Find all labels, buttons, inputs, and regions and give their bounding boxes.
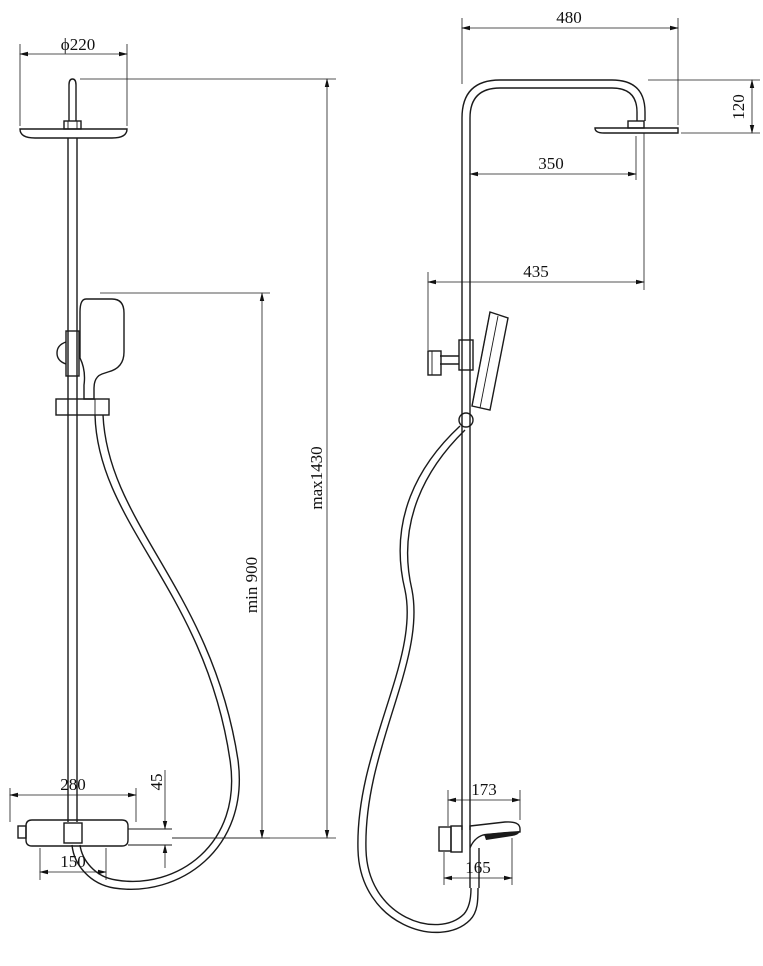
side-view: 480 120 350 435 173 [357, 8, 760, 934]
side-hand-shower [427, 311, 509, 428]
side-mixer-spout [438, 821, 521, 888]
dim-spout-length: 173 [447, 780, 521, 826]
inlet-spacing-label: 150 [60, 852, 86, 871]
dim-inlet-spacing: 150 [39, 848, 107, 880]
total-reach-label: 480 [556, 8, 582, 27]
dim-mixer-width: 280 [9, 775, 137, 822]
dim-min-height: min 900 [100, 292, 270, 839]
dim-total-reach: 480 [461, 8, 679, 125]
dim-head-diameter: ϕ220 [19, 35, 128, 126]
side-riser-pipe [461, 79, 646, 830]
spout-projection-label: 165 [465, 858, 491, 877]
front-shower-head [19, 78, 128, 139]
mixer-depth-label: 45 [147, 774, 166, 791]
dim-outer-reach: 435 [427, 133, 645, 350]
outer-reach-label: 435 [523, 262, 549, 281]
min-height-label: min 900 [242, 557, 261, 613]
mixer-width-label: 280 [60, 775, 86, 794]
head-height-label: 120 [729, 94, 748, 120]
front-mixer [17, 819, 172, 847]
dim-spout-projection: 165 [443, 838, 513, 885]
front-riser-pipe [67, 138, 78, 822]
spout-length-label: 173 [471, 780, 497, 799]
front-hand-shower [55, 298, 125, 416]
head-diameter-label: ϕ220 [61, 35, 95, 54]
side-hose [357, 425, 479, 934]
max-height-label: max1430 [307, 446, 326, 509]
side-shower-head [594, 120, 679, 134]
front-hose [71, 414, 240, 890]
dim-max-height: max1430 [80, 78, 336, 839]
front-view: ϕ220 max1430 min 900 280 45 [9, 35, 336, 890]
dim-arm-reach: 350 [469, 136, 637, 180]
dim-mixer-depth: 45 [147, 770, 168, 868]
dim-head-height: 120 [648, 79, 760, 134]
arm-reach-label: 350 [538, 154, 564, 173]
